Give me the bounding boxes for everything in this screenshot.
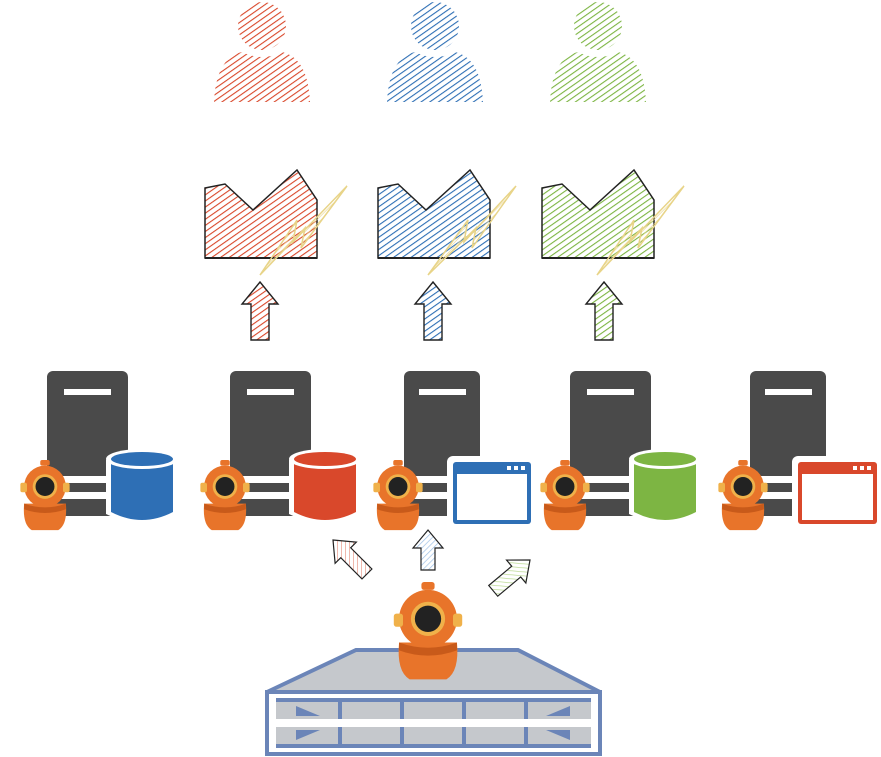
area-chart-icon [377, 168, 517, 276]
user-icon [550, 2, 646, 102]
dashboards-row [204, 168, 685, 276]
server-node [540, 371, 701, 531]
server-node [200, 371, 361, 531]
browser-window-icon [792, 456, 881, 530]
database-icon [106, 449, 178, 523]
arrow-up-icon [411, 529, 445, 571]
area-chart-icon [204, 168, 348, 276]
arrow-up-left-icon [332, 539, 373, 580]
arrows-up-row [240, 280, 624, 341]
database-icon [629, 449, 701, 523]
fanout-arrows [332, 529, 531, 598]
arrow-up-icon [584, 280, 624, 341]
server-node [20, 371, 178, 531]
user-icon [387, 2, 483, 102]
server-node [718, 371, 881, 531]
user-icon [214, 2, 310, 102]
server-node [373, 371, 537, 531]
diver-helmet-icon [393, 582, 463, 680]
servers-row [20, 371, 881, 531]
browser-window-icon [447, 456, 537, 530]
area-chart-icon [541, 168, 685, 276]
database-icon [289, 449, 361, 523]
arrow-up-icon [240, 280, 280, 341]
arrow-up-right-icon [487, 559, 531, 598]
users-row [214, 2, 646, 102]
arrow-up-icon [413, 280, 453, 341]
